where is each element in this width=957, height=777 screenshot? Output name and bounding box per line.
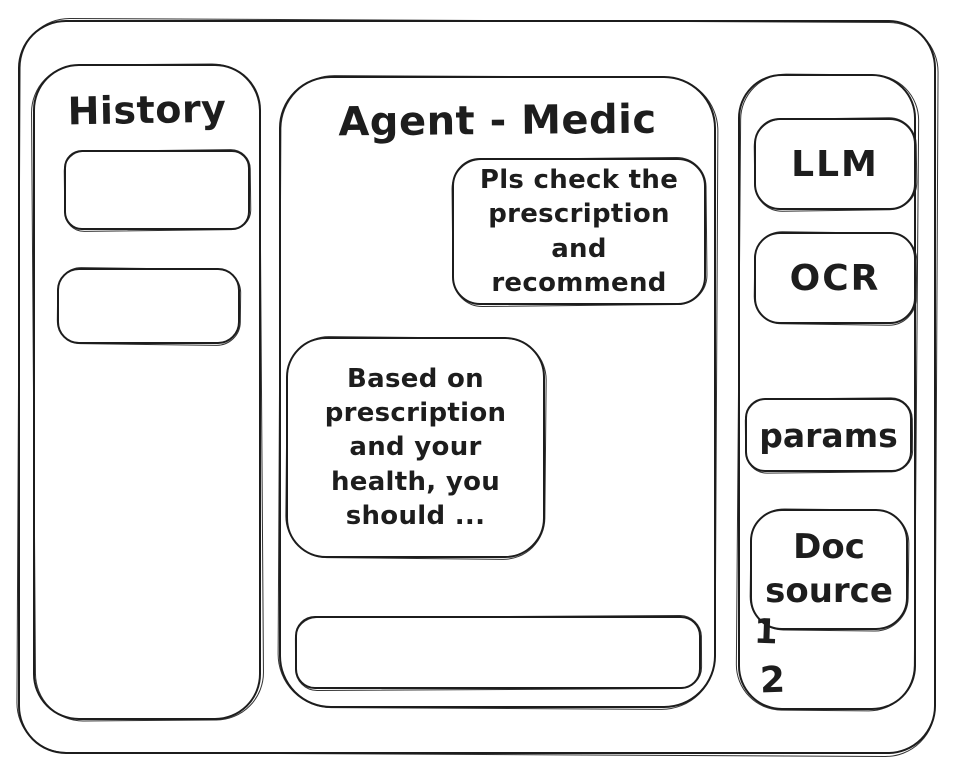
doc-source-item[interactable]: 2	[759, 659, 787, 702]
message-input[interactable]	[295, 616, 701, 689]
history-title: History	[67, 86, 227, 134]
chat-title: Agent - Medic	[338, 96, 657, 146]
assistant-message-bubble: Based on prescription and your health, y…	[286, 337, 545, 558]
history-item[interactable]	[64, 150, 250, 230]
params-button[interactable]: params	[745, 398, 912, 472]
ocr-button[interactable]: OCR	[754, 232, 916, 324]
doc-source-item[interactable]: 1	[753, 611, 779, 653]
user-message-bubble: Pls check the prescription and recommend	[452, 158, 706, 305]
history-panel: History	[33, 64, 261, 720]
history-item[interactable]	[57, 268, 240, 344]
doc-source-button[interactable]: Doc source	[750, 509, 908, 630]
tools-panel: LLM OCR params Doc source 1 2	[738, 74, 916, 710]
chat-panel: Agent - Medic Pls check the prescription…	[279, 76, 716, 708]
llm-button[interactable]: LLM	[754, 118, 916, 210]
